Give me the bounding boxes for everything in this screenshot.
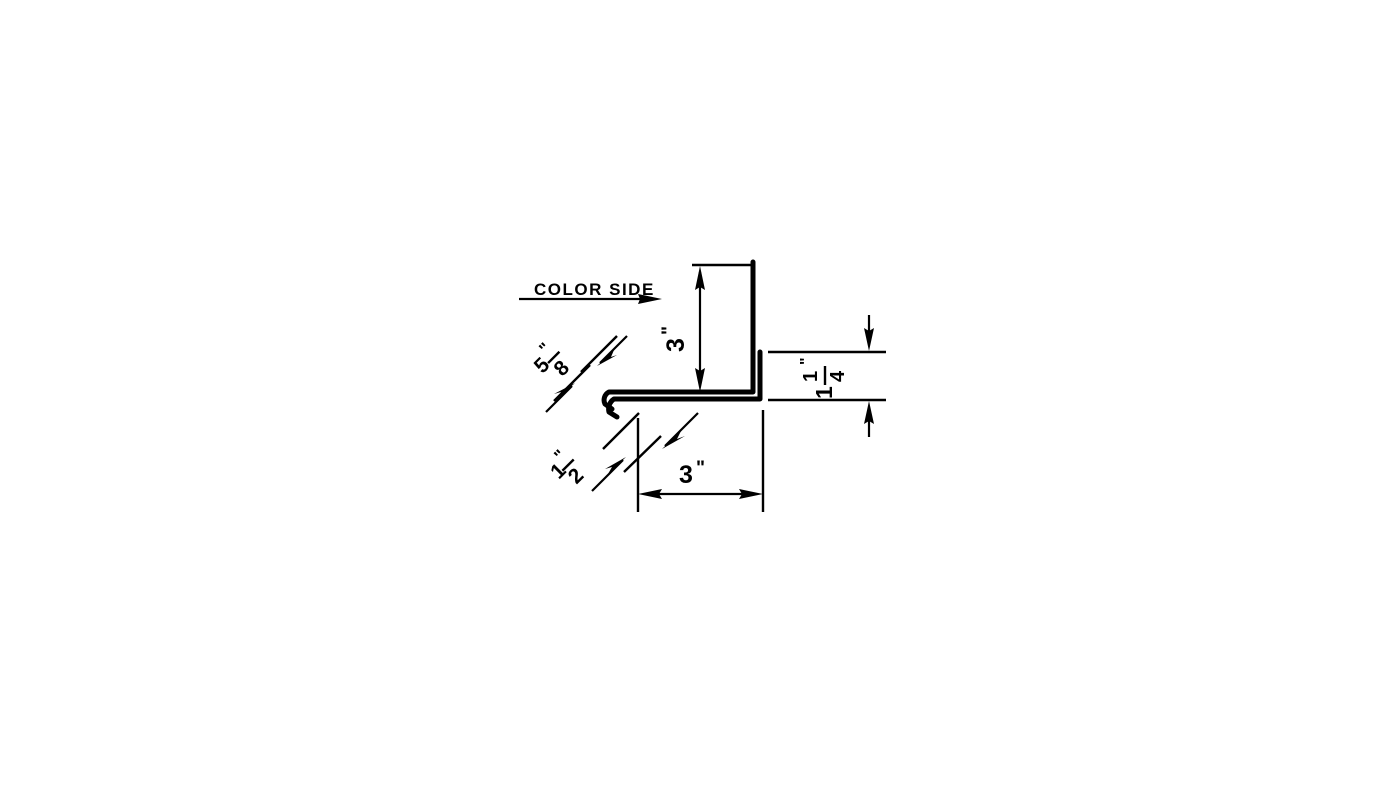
profile-outer-path bbox=[601, 259, 756, 412]
dim-58-denominator: 8 bbox=[550, 356, 575, 381]
dimension-return-leg: 1 1 4 " bbox=[768, 315, 886, 437]
dim-58-leader-lower bbox=[545, 385, 573, 413]
dim-12-arrowhead-upper bbox=[662, 431, 685, 449]
dim-h3-arrowhead-left bbox=[638, 489, 662, 499]
dim-12-denominator: 2 bbox=[564, 464, 589, 489]
dim-12-ext-lower bbox=[623, 435, 662, 473]
dim-v3-text-group: 3 " bbox=[659, 326, 690, 352]
dim-114-whole: 1 bbox=[811, 386, 837, 399]
dim-12-fraction-bar bbox=[561, 458, 575, 472]
dim-h3-arrowhead-right bbox=[739, 489, 763, 499]
dim-12-arrowhead-lower bbox=[605, 457, 626, 474]
dim-114-numerator: 1 bbox=[800, 371, 822, 382]
dimension-horizontal-leg: 3 " bbox=[636, 410, 765, 512]
dim-58-text-group: 5 8 " bbox=[530, 339, 575, 381]
dim-h3-value: 3 bbox=[679, 461, 693, 489]
dim-v3-unit: " bbox=[659, 326, 680, 335]
dim-114-text-group: 1 1 4 " bbox=[798, 357, 849, 399]
profile-inner-path bbox=[606, 349, 763, 420]
dim-114-denominator: 4 bbox=[827, 370, 849, 382]
color-side-annotation: COLOR SIDE bbox=[519, 280, 662, 304]
dim-114-arrowhead-top bbox=[864, 328, 874, 351]
dim-58-arrowhead-lower bbox=[554, 383, 575, 399]
dim-114-unit: " bbox=[798, 357, 815, 365]
dim-58-leader-upper bbox=[599, 335, 628, 364]
dimension-lower-hem: 1 2 " bbox=[546, 412, 699, 492]
dim-58-ext-upper bbox=[580, 335, 618, 373]
dim-v3-value: 3 bbox=[662, 338, 690, 352]
dim-12-leader-upper bbox=[664, 412, 699, 447]
dimension-vertical-leg: 3 " bbox=[659, 263, 752, 392]
dim-114-arrowhead-bottom bbox=[864, 401, 874, 424]
dim-12-ext-upper bbox=[602, 412, 640, 450]
dim-v3-arrowhead-top bbox=[695, 266, 705, 290]
dim-v3-arrowhead-bottom bbox=[695, 368, 705, 392]
dim-h3-text-group: 3 " bbox=[679, 458, 705, 489]
color-side-label: COLOR SIDE bbox=[534, 280, 655, 299]
metal-profile-outline bbox=[601, 259, 763, 420]
dim-12-text-group: 1 2 " bbox=[546, 446, 589, 489]
dim-h3-unit: " bbox=[696, 458, 705, 479]
dim-12-leader-lower bbox=[591, 459, 624, 492]
dim-58-fraction-bar bbox=[547, 350, 561, 364]
arrow-right-icon bbox=[638, 294, 662, 304]
dim-58-arrowhead-upper bbox=[597, 350, 617, 366]
